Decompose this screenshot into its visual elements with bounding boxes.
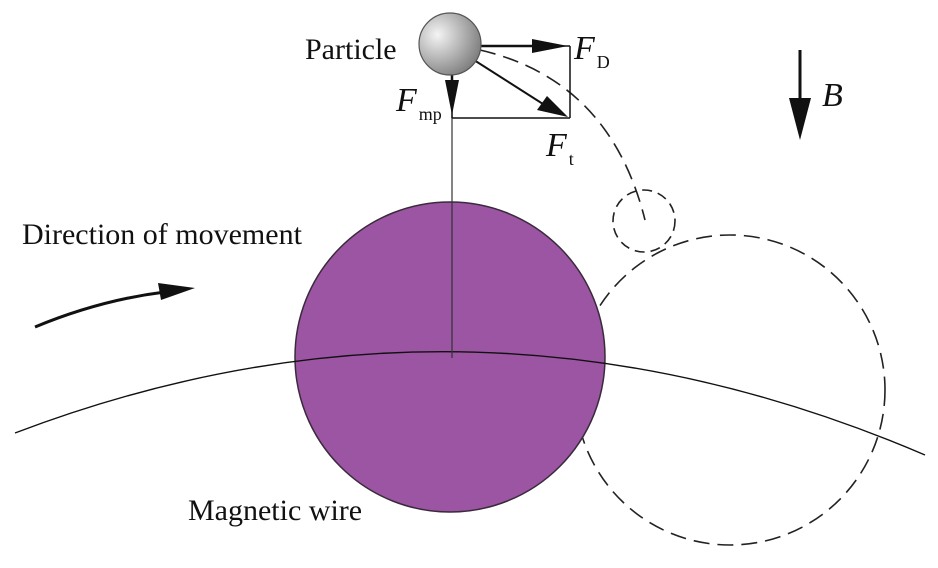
particle-captured-position-dashed [612, 189, 676, 253]
drag-force-symbol: F [573, 30, 596, 67]
total-force-arrowhead [537, 96, 568, 117]
field-label: B [822, 77, 843, 114]
magnetic-force-symbol: F [395, 82, 418, 119]
magnetic-wire-label: Magnetic wire [188, 494, 362, 527]
direction-label: Direction of movement [22, 218, 303, 251]
particle-sphere [418, 12, 482, 76]
particle-trajectory-dashed [479, 49, 646, 221]
movement-arrow-shaft [34, 290, 166, 329]
magnetic-force-subscript: mp [419, 104, 442, 124]
particle-label: Particle [305, 33, 397, 66]
total-force-subscript: t [569, 149, 574, 169]
magnetic-force-arrowhead [445, 80, 459, 115]
wire-next-position-dashed [574, 234, 886, 546]
magnetic-wire-circle [294, 201, 606, 513]
drag-force-arrowhead [532, 39, 568, 53]
movement-arrowhead [158, 283, 195, 300]
field-arrowhead [789, 98, 811, 140]
total-force-symbol: F [545, 127, 568, 164]
orbit-arc [14, 351, 926, 456]
drag-force-subscript: D [597, 52, 610, 72]
